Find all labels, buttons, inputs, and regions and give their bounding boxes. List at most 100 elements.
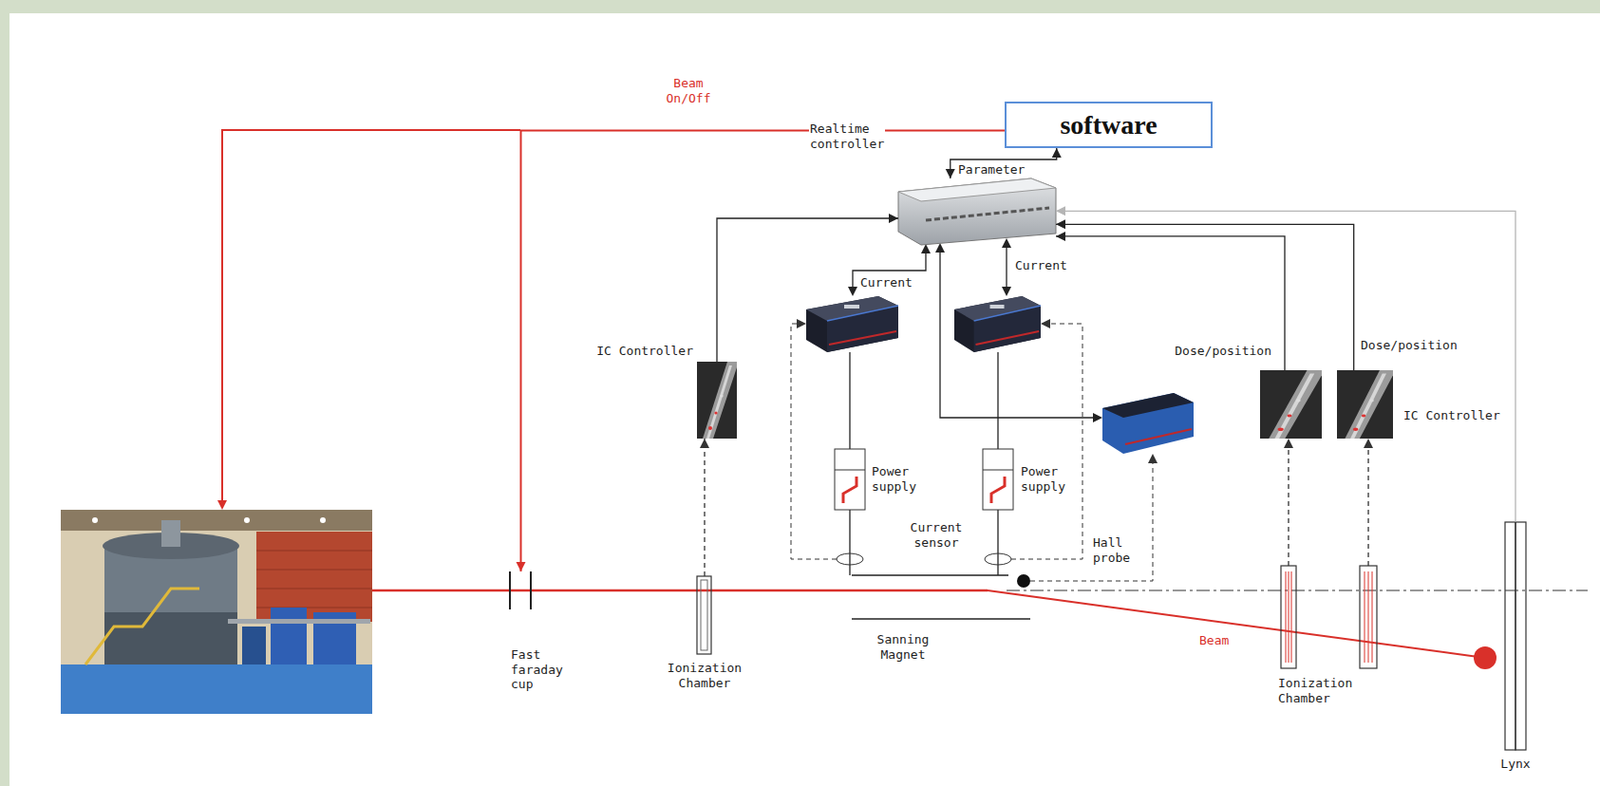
power-supply-divider [834, 470, 866, 471]
edge-label: Parameter [957, 162, 1026, 178]
ic-controller: Dose/position [1260, 370, 1322, 439]
photo-lamp [320, 517, 326, 524]
arrowhead [1055, 231, 1066, 242]
connector-line [1055, 210, 1516, 523]
ionization-chamber: Ionization Chamber [1277, 565, 1382, 669]
faraday-cup: Fast faraday cup [505, 571, 537, 610]
photo-magnet [270, 607, 307, 665]
power-icon [843, 476, 857, 504]
hall-probe-dot [1016, 574, 1031, 588]
connector [699, 438, 710, 577]
power-supply: Power supply [834, 449, 866, 510]
power-icon [991, 476, 1005, 504]
connector [945, 148, 1062, 179]
realtime-controller: Realtime controller [898, 178, 1056, 245]
brick-line [256, 550, 373, 552]
part-name: Realtime controller [809, 121, 885, 151]
signal-wire [1011, 323, 1083, 560]
arrowhead [921, 244, 931, 254]
part-name: IC Controller [1402, 408, 1502, 424]
faraday-plate [529, 571, 532, 610]
arrowhead [1052, 148, 1062, 158]
photo-stairs [85, 588, 200, 665]
controller-top [898, 178, 1056, 202]
arrowhead [1363, 438, 1374, 449]
part-name: Dose/position [1173, 343, 1273, 359]
part-name: IC Controller [595, 343, 695, 359]
hall-wire [940, 251, 1094, 418]
driver-device [806, 296, 899, 353]
part-name: Power supply [1019, 464, 1067, 494]
arrowhead [935, 243, 945, 253]
faraday-plate [508, 571, 511, 610]
arrowhead [796, 319, 807, 329]
cyclotron-column [161, 520, 181, 547]
current-sensor [836, 553, 864, 565]
driver-device [954, 296, 1041, 353]
magnet-pole [851, 618, 1031, 621]
arrowhead [1092, 413, 1103, 423]
coil-wire [997, 509, 998, 576]
controller-body [898, 178, 1056, 245]
arrowhead [1001, 238, 1012, 248]
beam-line [372, 589, 988, 593]
realtime-controller-device [898, 178, 1056, 245]
connector [516, 130, 1006, 572]
connector-line [1287, 438, 1289, 566]
chamber-plate [1372, 571, 1374, 663]
software-box: software [1004, 101, 1213, 149]
signal-wire [790, 323, 837, 560]
photo-floor [60, 664, 373, 715]
arrowhead [1148, 453, 1158, 464]
chamber-plate [1291, 571, 1293, 663]
edge-label: Beam On/Off [665, 75, 713, 106]
arrowhead [516, 562, 527, 572]
power-supply-divider [982, 470, 1014, 471]
brick-line [256, 569, 373, 571]
beam-spot [1473, 646, 1497, 670]
connector [1055, 231, 1285, 371]
device-body [1102, 393, 1194, 454]
part-name: Sanning Magnet [876, 632, 931, 662]
beam-label: Beam [1198, 633, 1230, 649]
photo-wall [60, 509, 373, 715]
ic-controller-image [1336, 370, 1393, 439]
chamber-outline [1280, 565, 1297, 669]
photo-ceiling [60, 509, 373, 531]
chamber-plate [1285, 571, 1287, 663]
photo-pipe [227, 619, 371, 624]
arrowhead [945, 169, 956, 179]
arrowhead [847, 286, 858, 297]
part-name: Power supply [870, 464, 918, 494]
ic-controller-image [1260, 370, 1322, 439]
connector [1055, 206, 1516, 523]
lynx-plate [1505, 522, 1516, 751]
chamber-plate [1368, 571, 1370, 663]
connector [1283, 438, 1294, 566]
connector-line [1055, 224, 1355, 371]
chamber-outline [696, 576, 712, 655]
beam-axis [1006, 589, 1588, 591]
power-wire [997, 352, 998, 450]
signal-name: Current [1014, 258, 1069, 274]
part-name: Hall probe [1091, 535, 1131, 565]
hall-readout-device [1102, 393, 1194, 454]
deflected-beam [987, 590, 1486, 659]
current-wire [1005, 246, 1007, 288]
arrowhead [1283, 438, 1294, 449]
arrowhead [1040, 319, 1051, 329]
magnet-pole [851, 574, 1009, 577]
part-name: Fast faraday cup [509, 647, 565, 693]
chamber-outline [1359, 565, 1377, 669]
connector-line [521, 130, 1006, 572]
chamber-plate [1364, 571, 1366, 663]
scanning-magnet: Sanning Magnet [851, 573, 1031, 620]
lynx-detector: Lynx [1505, 522, 1526, 751]
connector-line [1055, 236, 1285, 371]
arrowhead [1055, 206, 1066, 216]
photo-lamp [244, 517, 250, 524]
brick-line [256, 588, 373, 590]
